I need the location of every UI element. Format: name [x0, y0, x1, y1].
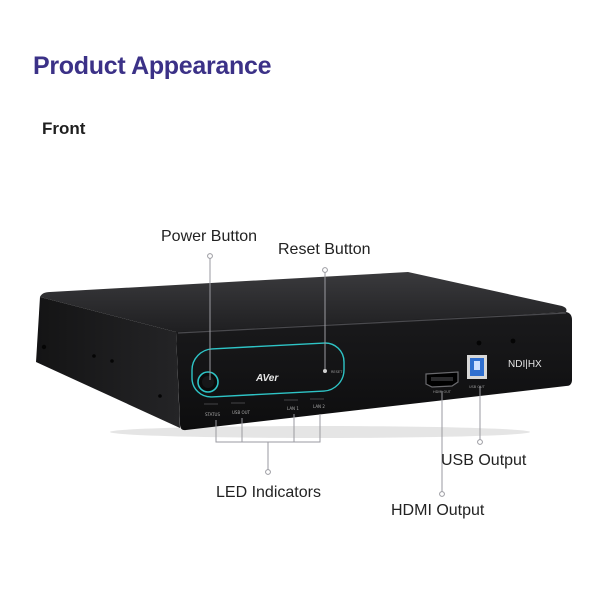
reset-button[interactable] [323, 369, 327, 373]
led-status [204, 403, 218, 405]
chassis-front [176, 312, 572, 431]
leader-lines [209, 256, 481, 492]
led-indicators [204, 398, 324, 405]
device-chassis [36, 272, 572, 438]
led-lan1 [284, 399, 298, 401]
side-hole-icon [110, 359, 114, 363]
usb-port-label: USB OUT [469, 385, 486, 389]
side-hole-icon [158, 394, 162, 398]
screw-icon [510, 338, 516, 344]
reset-label: RESET [331, 370, 343, 374]
section-title-front: Front [42, 119, 86, 138]
led-label-lan1: LAN 1 [287, 406, 299, 411]
chassis-top [40, 272, 567, 334]
led-usb-out [231, 402, 245, 404]
side-hole-icon [41, 344, 47, 350]
led-label-lan2: LAN 2 [313, 404, 325, 409]
hdmi-port[interactable] [425, 371, 459, 388]
leader-led-bracket [215, 414, 321, 470]
screw-icon [476, 340, 482, 346]
callout-usb-output: USB Output [441, 452, 527, 469]
side-hole-icon [92, 354, 96, 358]
usb-port[interactable] [467, 355, 487, 379]
brand-logo: AVer [255, 373, 279, 384]
callout-reset-button: Reset Button [278, 241, 371, 258]
led-label-status: STATUS [205, 412, 220, 417]
leader-dots [207, 253, 483, 497]
chassis-left-side [36, 297, 180, 428]
page-title: Product Appearance [33, 52, 272, 80]
led-lan2 [310, 398, 324, 400]
led-label-usb-out: USB OUT [232, 410, 251, 415]
ndi-hx-logo: NDI|HX [508, 359, 542, 370]
control-panel-outline [191, 342, 345, 398]
callout-power-button: Power Button [161, 228, 258, 245]
callout-led-indicators: LED Indicators [216, 484, 321, 501]
power-button[interactable] [197, 371, 219, 393]
callout-hdmi-output: HDMI Output [391, 502, 485, 519]
